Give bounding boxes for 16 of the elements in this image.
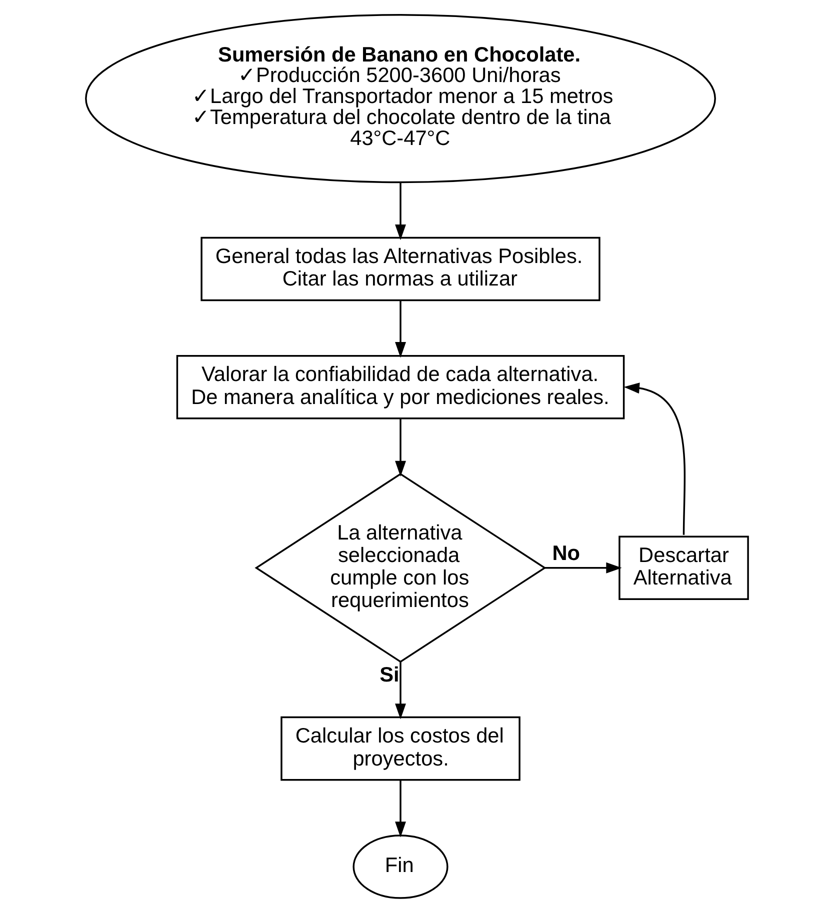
edge-label: No bbox=[552, 542, 580, 566]
arrow bbox=[394, 780, 406, 838]
arrow bbox=[394, 182, 406, 240]
edge-label: Si bbox=[379, 664, 399, 687]
node-diamond: La alternativa seleccionada cumple con los requerimientos bbox=[254, 472, 546, 663]
node-ellipse: Sumersión de Banano en Chocolate. ✓Producción 5200-3600 Uni/horas ✓Largo del Transportador menor a 15 metros ✓Temperatura del chocolate dentro de la tina 43°C-47°C bbox=[84, 14, 716, 184]
arrow bbox=[544, 562, 622, 574]
arrow bbox=[394, 300, 406, 358]
node-box: Descartar Alternativa bbox=[618, 536, 748, 600]
arrow bbox=[623, 382, 686, 535]
node-box: Calcular los costos del proyectos. bbox=[280, 716, 520, 781]
arrow bbox=[394, 662, 406, 720]
node-ellipse: Fin bbox=[352, 834, 448, 899]
node-box: General todas las Alternativas Posibles. Citar las normas a utilizar bbox=[200, 236, 600, 302]
node-box: Valorar la confiabilidad de cada alternativa. De manera analítica y por mediciones reales. bbox=[176, 355, 624, 420]
arrow bbox=[394, 418, 406, 477]
